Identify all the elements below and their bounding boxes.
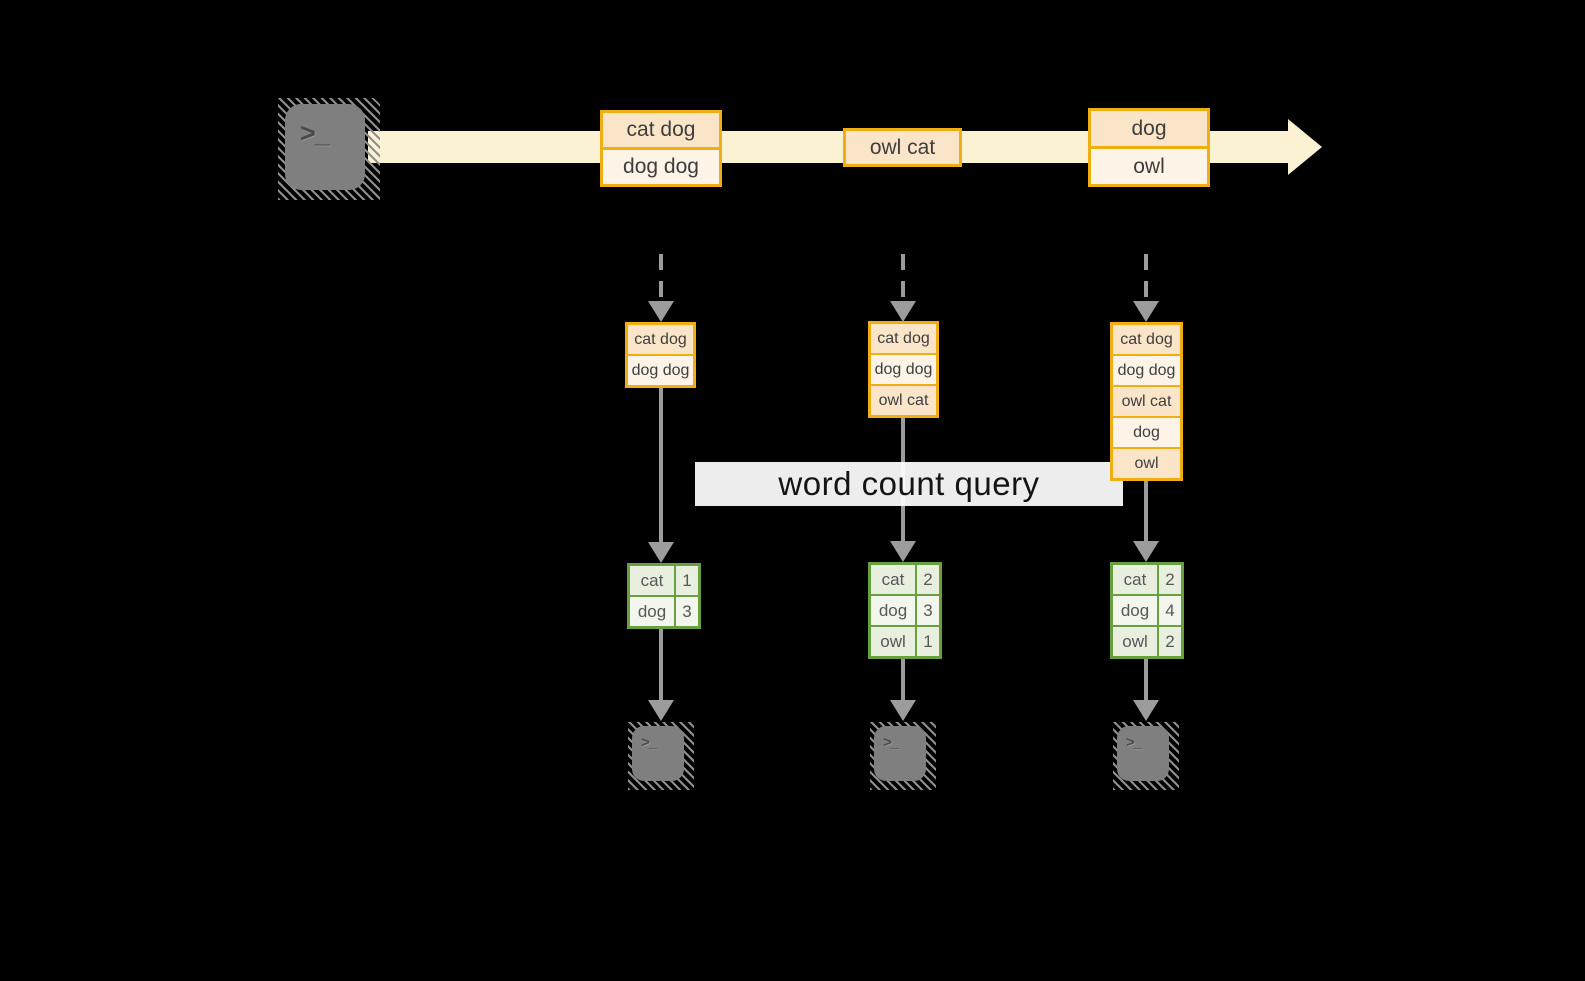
accumulated-input-2: cat dog dog dog owl cat: [868, 321, 939, 418]
list-row: dog: [1113, 416, 1180, 447]
output-arrow-line-2: [901, 657, 905, 701]
word-cell: dog: [871, 596, 915, 625]
count-cell: 3: [917, 596, 939, 625]
word-cell: dog: [1113, 596, 1157, 625]
output-arrow-head-3: [1133, 700, 1159, 721]
dashed-arrow-line-1: [659, 254, 663, 300]
word-count-query-label: word count query: [778, 465, 1040, 502]
word-cell: owl: [1113, 627, 1157, 656]
count-cell: 4: [1159, 596, 1181, 625]
list-row: cat dog: [1113, 325, 1180, 354]
terminal-screen: >_: [874, 726, 926, 781]
output-terminal-icon-2: >_: [870, 722, 936, 790]
source-terminal-icon: >_: [278, 98, 380, 200]
terminal-prompt-icon: >_: [883, 734, 899, 751]
list-row: owl: [1113, 447, 1180, 478]
list-row: dog dog: [1113, 354, 1180, 385]
list-row: dog dog: [628, 354, 693, 385]
stream-batch-2: owl cat: [843, 128, 962, 167]
stream-record: dog dog: [603, 147, 719, 184]
terminal-screen: >_: [1117, 726, 1169, 781]
list-row: owl cat: [1113, 385, 1180, 416]
stream-batch-1: cat dog dog dog: [600, 110, 722, 187]
terminal-prompt-icon: >_: [641, 734, 657, 751]
word-cell: cat: [630, 566, 674, 595]
query-arrow-head-3: [1133, 541, 1159, 562]
query-arrow-line-1: [659, 386, 663, 542]
terminal-prompt-icon: >_: [1126, 734, 1142, 751]
result-table-3: cat 2 dog 4 owl 2: [1110, 562, 1184, 659]
accumulated-input-3: cat dog dog dog owl cat dog owl: [1110, 322, 1183, 481]
word-cell: cat: [871, 565, 915, 594]
terminal-screen: >_: [285, 104, 365, 190]
dashed-arrow-head-3: [1133, 301, 1159, 322]
stream-record: dog: [1091, 111, 1207, 146]
query-arrow-line-3: [1144, 479, 1148, 541]
word-cell: cat: [1113, 565, 1157, 594]
word-cell: dog: [630, 597, 674, 626]
list-row: cat dog: [628, 325, 693, 354]
stream-record: owl cat: [846, 131, 959, 164]
dashed-arrow-head-2: [890, 301, 916, 322]
list-row: owl cat: [871, 384, 936, 415]
stream-record: owl: [1091, 146, 1207, 184]
output-arrow-head-1: [648, 700, 674, 721]
dashed-arrow-line-3: [1144, 254, 1148, 300]
stream-record: cat dog: [603, 113, 719, 147]
result-table-2: cat 2 dog 3 owl 1: [868, 562, 942, 659]
count-cell: 1: [676, 566, 698, 595]
output-arrow-head-2: [890, 700, 916, 721]
count-cell: 2: [1159, 627, 1181, 656]
query-arrow-head-2: [890, 541, 916, 562]
output-arrow-line-3: [1144, 657, 1148, 701]
result-table-1: cat 1 dog 3: [627, 563, 701, 629]
count-cell: 2: [917, 565, 939, 594]
output-terminal-icon-1: >_: [628, 722, 694, 790]
output-arrow-line-1: [659, 627, 663, 701]
terminal-screen: >_: [632, 726, 684, 781]
count-cell: 2: [1159, 565, 1181, 594]
stream-batch-3: dog owl: [1088, 108, 1210, 187]
input-stream-arrowhead: [1288, 119, 1322, 175]
list-row: cat dog: [871, 324, 936, 353]
word-cell: owl: [871, 627, 915, 656]
word-count-query-band: word count query: [695, 462, 1123, 506]
count-cell: 3: [676, 597, 698, 626]
accumulated-input-1: cat dog dog dog: [625, 322, 696, 388]
list-row: dog dog: [871, 353, 936, 384]
dashed-arrow-line-2: [901, 254, 905, 300]
output-terminal-icon-3: >_: [1113, 722, 1179, 790]
count-cell: 1: [917, 627, 939, 656]
query-arrow-head-1: [648, 542, 674, 563]
dashed-arrow-head-1: [648, 301, 674, 322]
terminal-prompt-icon: >_: [300, 118, 330, 148]
